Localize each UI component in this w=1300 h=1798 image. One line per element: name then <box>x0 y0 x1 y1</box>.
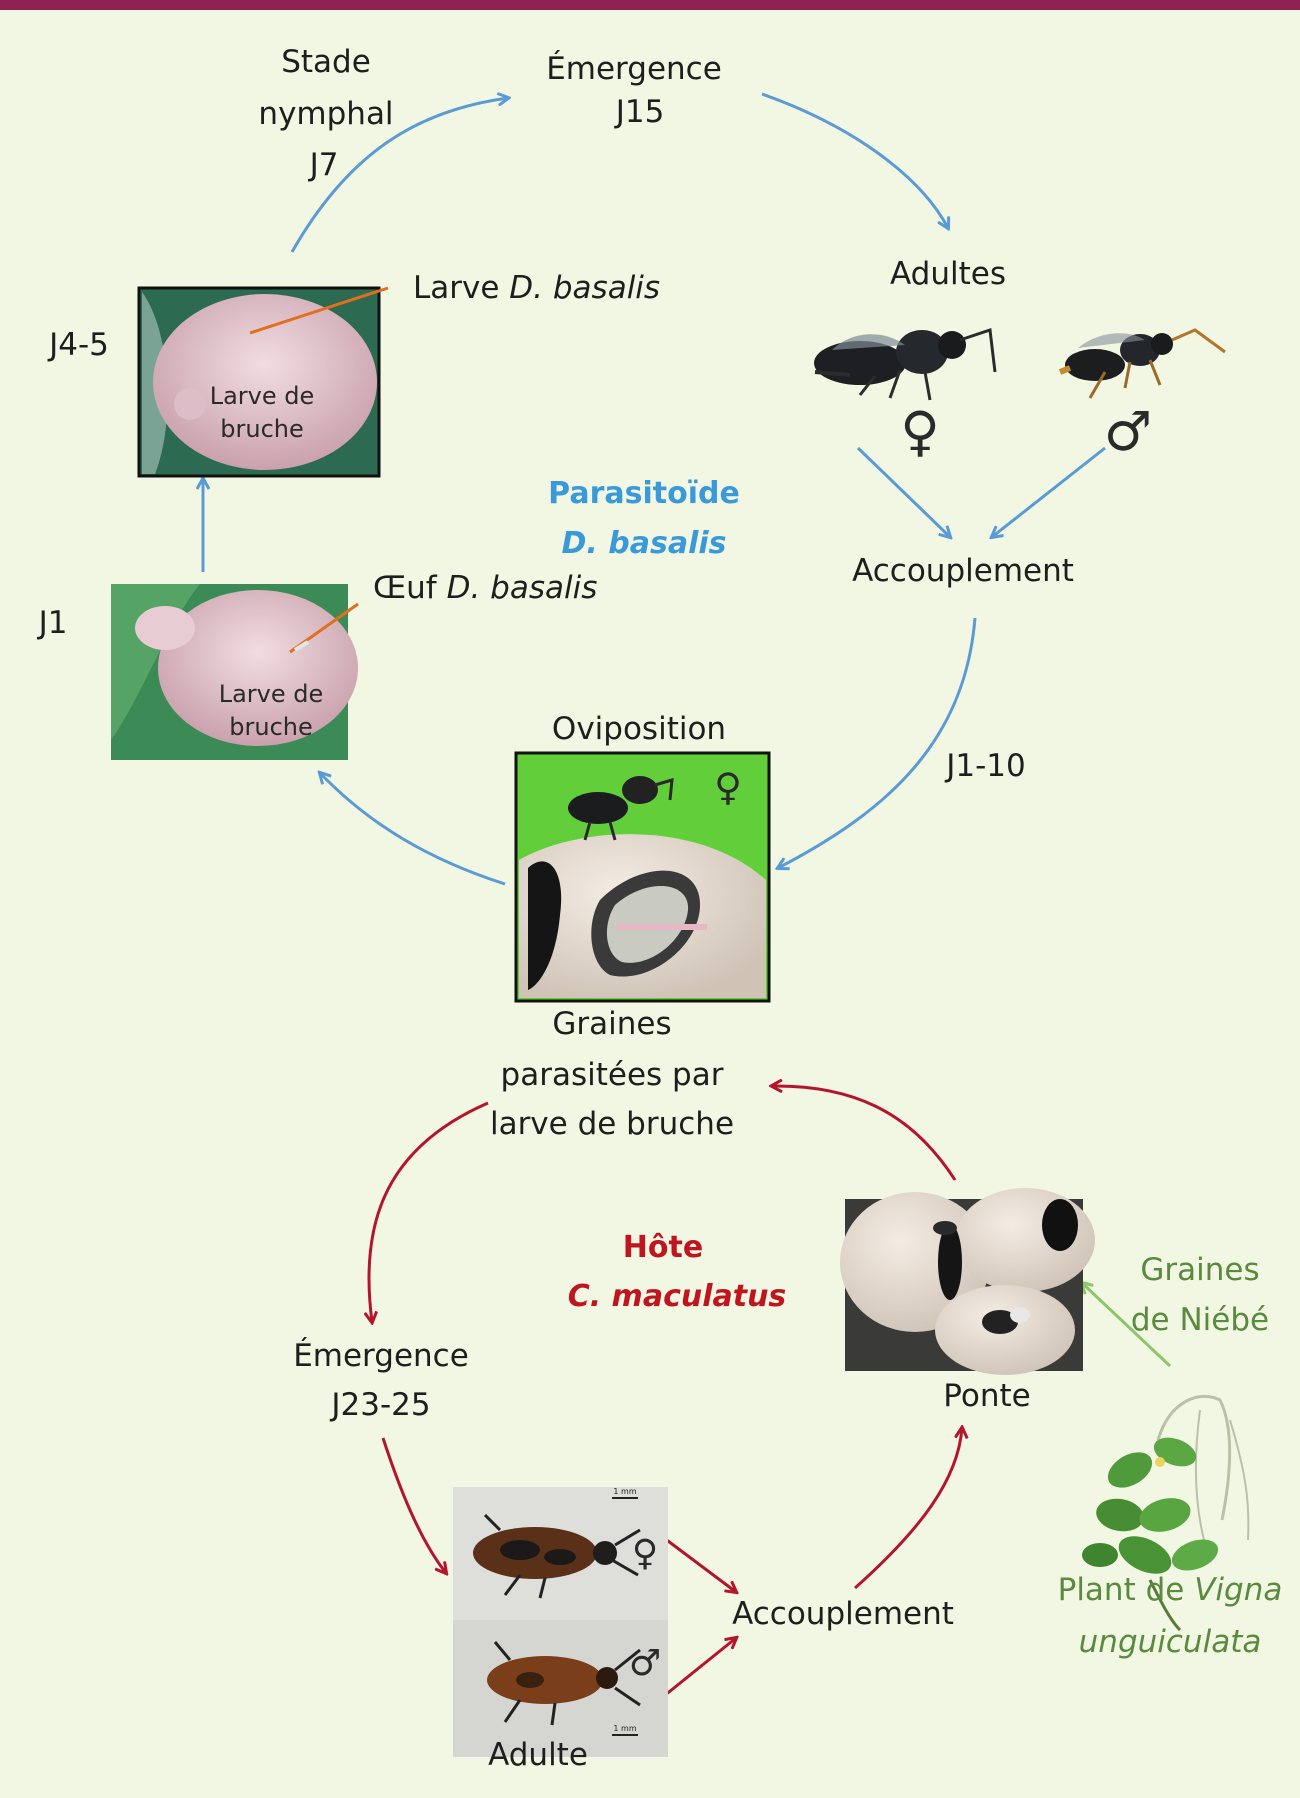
host-adults-image <box>453 1487 668 1757</box>
ponte-image <box>840 1188 1095 1375</box>
graines-niebe-line2: de Niébé <box>1131 1302 1269 1338</box>
stade-nymphal-line1: Stade <box>281 44 371 80</box>
ponte-label: Ponte <box>943 1378 1030 1414</box>
host-emergence: Émergence <box>293 1338 469 1374</box>
arrow-oviposition-to-j1 <box>320 773 505 884</box>
female-wasp-image <box>814 330 995 400</box>
host-accouplement: Accouplement <box>732 1596 954 1632</box>
host-scale-label-top: 1 mm <box>613 1487 636 1496</box>
stade-nymphal-line2: nymphal <box>258 96 393 132</box>
host-species: C. maculatus <box>568 1279 787 1314</box>
arrow-graines-to-emergence <box>369 1103 488 1322</box>
arrow-emergence-to-adults <box>762 94 948 228</box>
arrow-accouplement-to-oviposition <box>778 618 975 868</box>
parasitoid-species: D. basalis <box>562 526 727 561</box>
parasitoid-j1-10: J1-10 <box>944 748 1026 784</box>
arrow-male-to-accouplement <box>992 448 1105 537</box>
plant-label-line2: unguiculata <box>1079 1624 1262 1660</box>
larva-dbasalis-label: Larve D. basalis <box>413 270 660 306</box>
graines-parasitees-line2: parasitées par <box>501 1057 724 1093</box>
plant-label-line1: Plant de Vigna <box>1058 1572 1283 1608</box>
graines-parasitees-line1: Graines <box>552 1006 671 1042</box>
host-scale-label-bottom: 1 mm <box>613 1724 636 1733</box>
j4-5-label: J4-5 <box>47 327 109 363</box>
parasitoid-title: Parasitoïde <box>548 476 740 511</box>
oviposition-female-symbol: ♀ <box>714 765 742 809</box>
host-female-symbol: ♀ <box>632 1533 658 1574</box>
host-adult-label: Adulte <box>488 1737 588 1773</box>
egg-dbasalis-label: Œuf D. basalis <box>373 570 597 606</box>
arrow-ponte-to-graines <box>772 1086 955 1180</box>
arrow-female-to-accouplement-host <box>664 1538 736 1592</box>
j1-label: J1 <box>37 605 68 641</box>
host-emergence-day: J23-25 <box>329 1387 430 1423</box>
male-wasp-symbol: ♂ <box>1104 400 1152 463</box>
graines-niebe-line1: Graines <box>1140 1252 1259 1288</box>
female-wasp-symbol: ♀ <box>900 400 940 463</box>
oviposition-label: Oviposition <box>552 711 726 747</box>
parasitoid-emergence: Émergence <box>546 51 722 87</box>
larva-j45-host-label-line2: bruche <box>220 415 303 443</box>
stade-nymphal-day: J7 <box>308 147 339 183</box>
host-title: Hôte <box>623 1230 703 1265</box>
graines-parasitees-line3: larve de bruche <box>490 1106 734 1142</box>
parasitoid-adults-label: Adultes <box>890 256 1006 292</box>
arrow-emergence-to-adult <box>383 1438 446 1573</box>
egg-j1-host-label-line1: Larve de <box>219 680 324 708</box>
arrow-accouplement-to-ponte <box>855 1428 962 1588</box>
larva-j45-host-label-line1: Larve de <box>210 382 315 410</box>
egg-j1-host-label-line2: bruche <box>229 713 312 741</box>
parasitoid-emergence-day: J15 <box>614 94 665 130</box>
parasitoid-accouplement: Accouplement <box>852 553 1074 589</box>
arrow-male-to-accouplement-host <box>664 1638 736 1696</box>
male-wasp-image <box>1060 330 1225 398</box>
host-male-symbol: ♂ <box>629 1643 661 1684</box>
